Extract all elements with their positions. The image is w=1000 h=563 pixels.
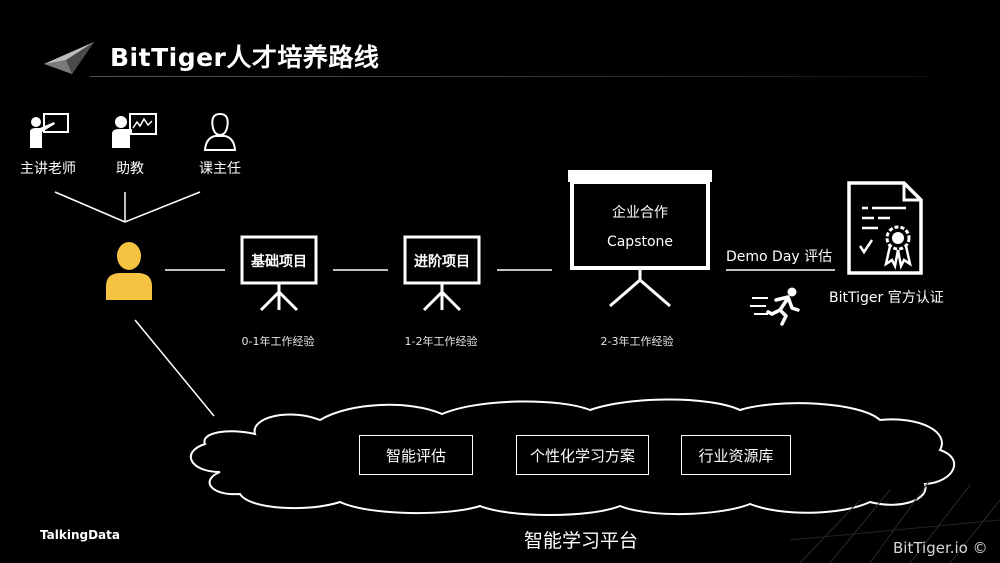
basic-project-board [239,234,319,312]
role-label-lecturer: 主讲老师 [20,161,76,177]
running-person-icon [750,286,802,326]
course-director-icon [200,110,240,152]
stage-label-advanced: 进阶项目 [414,254,470,270]
logo-icon [42,40,98,76]
experience-label-capstone: 2-3年工作经验 [600,335,674,348]
stage-label-basic: 基础项目 [251,254,307,270]
capstone-line2: Capstone [606,234,674,250]
capstone-projector-screen [566,168,714,310]
advanced-project-board [402,234,482,312]
experience-label-advanced: 1-2年工作经验 [404,335,478,348]
student-icon [103,240,155,302]
teaching-assistant-icon [110,110,160,150]
brand-mark: TalkingData [40,528,120,542]
demo-day-label: Demo Day 评估 [726,249,833,265]
platform-label: 智能学习平台 [523,530,638,552]
certification-label: BitTiger 官方认证 [829,290,944,306]
role-label-director: 课主任 [199,161,241,177]
certificate-icon [846,180,924,276]
feature-box-smart-assessment: 智能评估 [359,435,473,475]
decorative-lines [789,479,1000,563]
experience-label-basic: 0-1年工作经验 [241,335,315,348]
role-label-assistant: 助教 [116,161,144,177]
stage-label-capstone: 企业合作 Capstone [572,199,708,257]
copyright-text: BitTiger.io © [893,539,988,557]
feature-box-industry-resources: 行业资源库 [681,435,791,475]
page-title: BitTiger人才培养路线 [110,43,380,72]
capstone-line1: 企业合作 [612,205,668,221]
lecturer-icon [28,110,72,150]
title-divider [90,76,930,77]
feature-box-personalized-plan: 个性化学习方案 [516,435,649,475]
cloud-outline [180,392,960,520]
